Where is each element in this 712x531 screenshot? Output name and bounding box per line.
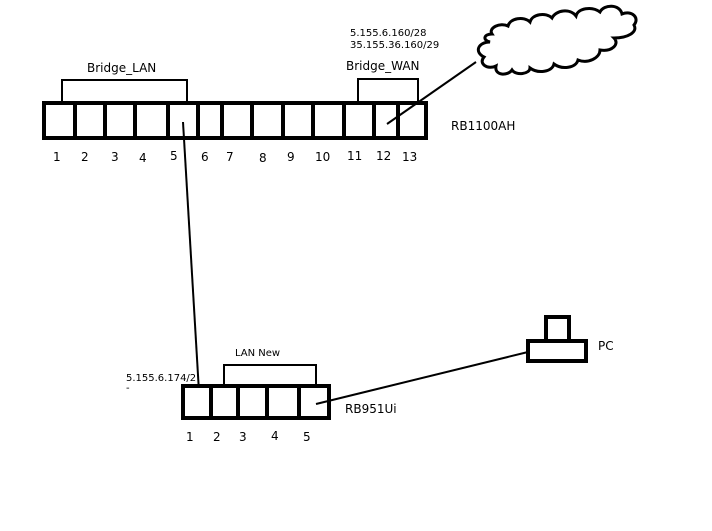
port-label: 9 — [287, 150, 295, 164]
router-rb1100ah-port-dividers — [73, 103, 400, 138]
port-label: 7 — [226, 150, 234, 164]
port-label: 13 — [402, 150, 417, 164]
router-rb951ui — [181, 384, 331, 420]
port-label: 2 — [213, 430, 221, 444]
port-label: 2 — [81, 150, 89, 164]
router-rb1100ah-port-numbers: 1 2 3 4 5 6 7 8 9 10 11 12 13 — [53, 149, 417, 165]
port-label: 5 — [303, 430, 311, 444]
link-rb951-pc — [315, 351, 529, 405]
port-label: 4 — [271, 429, 279, 443]
internet-cloud-icon — [476, 4, 638, 76]
port-label: 11 — [347, 149, 362, 163]
port-label: 1 — [186, 430, 194, 444]
port-label: 3 — [111, 150, 119, 164]
pc-icon — [526, 315, 588, 363]
rb951-ip-trailing: - — [126, 383, 130, 394]
port-label: 3 — [239, 430, 247, 444]
router-rb1100ah — [42, 101, 428, 140]
link-cloud-port12 — [386, 61, 477, 125]
bridge-lan-bracket — [61, 79, 188, 103]
link-port5-rb951 — [182, 121, 200, 393]
lan-new-label: LAN New — [235, 348, 280, 359]
bridge-wan-label: Bridge_WAN — [346, 59, 420, 73]
router-rb951ui-port-numbers: 1 2 3 4 5 — [186, 429, 311, 444]
pc-label: PC — [598, 339, 614, 353]
port-label: 6 — [201, 150, 209, 164]
router-rb951ui-name: RB951Ui — [345, 402, 397, 416]
wan-ip-1: 5.155.6.160/28 — [350, 28, 427, 39]
router-rb951ui-port-dividers — [209, 386, 301, 418]
rb951-ip: 5.155.6.174/2 — [126, 373, 196, 384]
port-label: 12 — [376, 149, 391, 163]
router-rb1100ah-name: RB1100AH — [451, 119, 515, 133]
port-label: 1 — [53, 150, 61, 164]
bridge-lan-label: Bridge_LAN — [87, 61, 156, 75]
wan-ip-2: 35.155.36.160/29 — [350, 40, 439, 51]
bridge-wan-bracket — [357, 78, 419, 103]
port-label: 10 — [315, 150, 330, 164]
lan-new-bracket — [223, 364, 317, 386]
port-label: 5 — [170, 149, 178, 163]
port-label: 8 — [259, 151, 267, 165]
port-label: 4 — [139, 151, 147, 165]
